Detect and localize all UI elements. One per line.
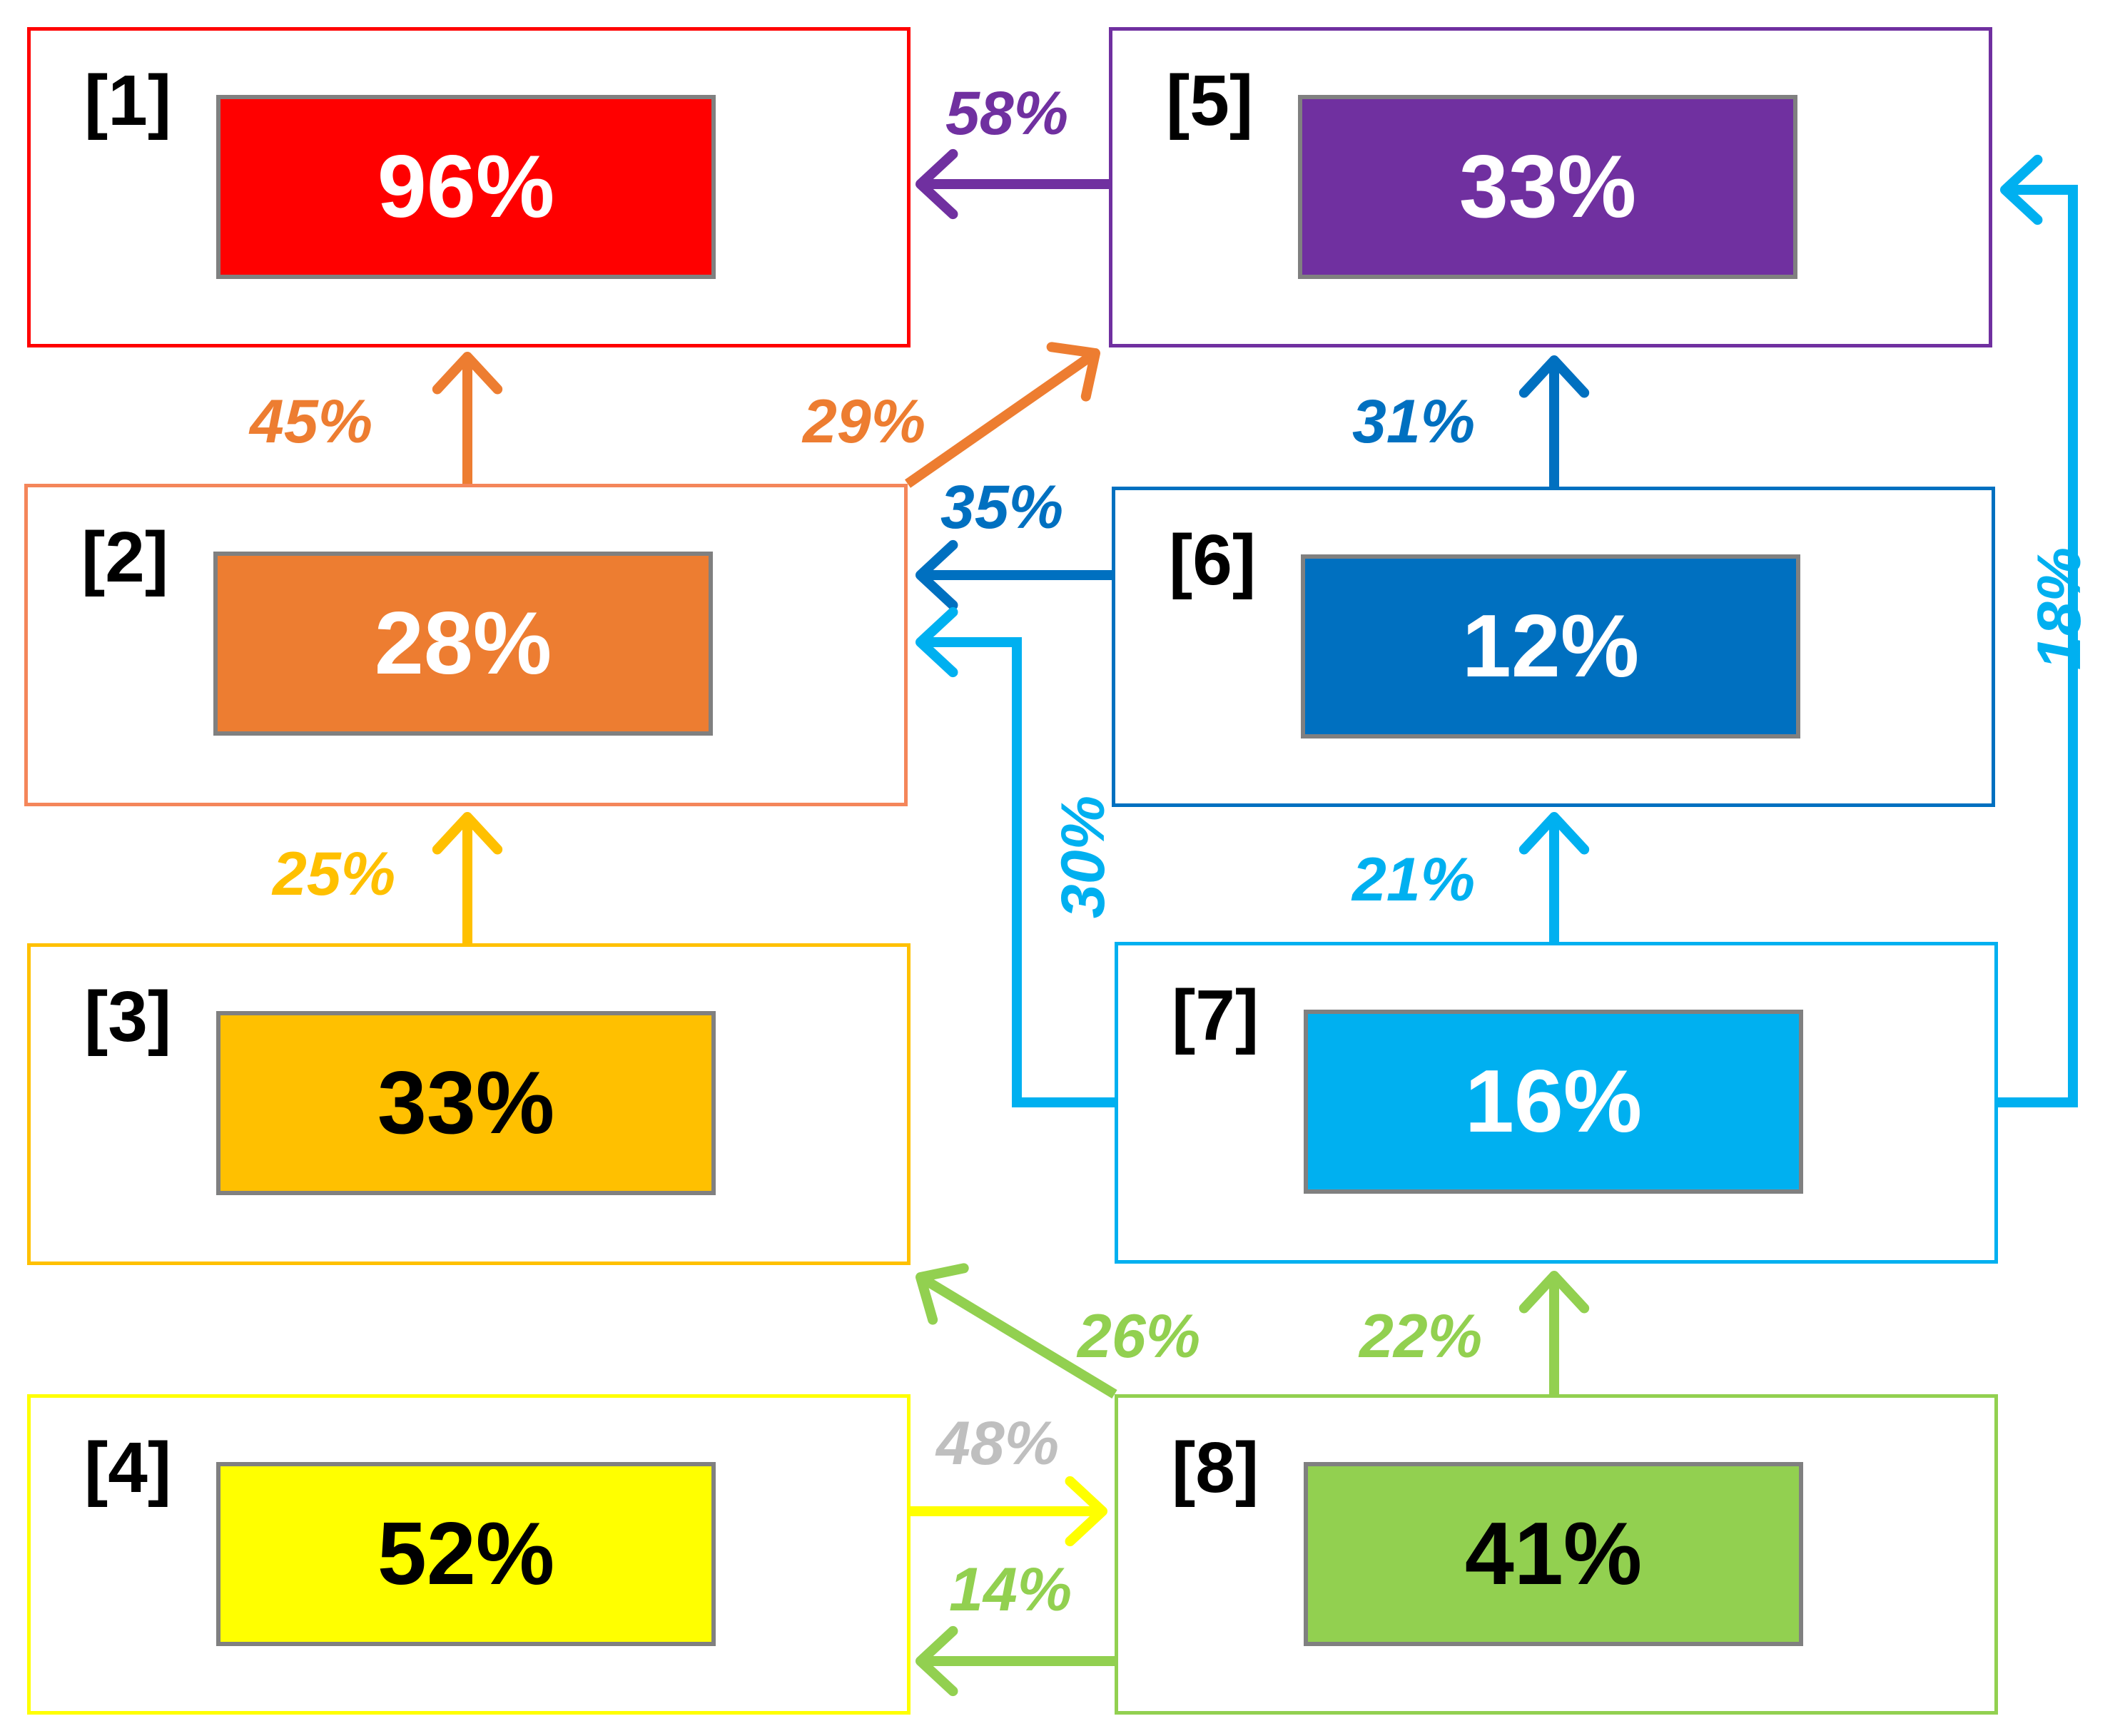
node-8-label: [8] [1172, 1428, 1259, 1508]
node-6: [6] 12% [1112, 487, 1995, 807]
node-1: [1] 96% [27, 27, 911, 347]
node-5: [5] 33% [1109, 27, 1992, 347]
arrowhead-icon [2000, 154, 2043, 225]
node-7: [7] 16% [1115, 942, 1998, 1264]
node-5-label: [5] [1166, 61, 1254, 141]
node-3-value-box: 33% [216, 1011, 716, 1195]
edge-label-7-to-6: 21% [1352, 846, 1476, 914]
edge-label-8-to-4: 14% [949, 1555, 1072, 1624]
arrowhead-icon [916, 148, 958, 220]
node-8: [8] 41% [1115, 1394, 1998, 1715]
arrowhead-icon [916, 1625, 958, 1697]
edge-label-6-to-5: 31% [1352, 387, 1476, 456]
node-6-value-box: 12% [1301, 554, 1800, 738]
node-1-value-box: 96% [216, 95, 716, 279]
node-8-value-box: 41% [1304, 1462, 1803, 1646]
edge-label-8-to-3: 26% [1077, 1302, 1201, 1371]
arrowhead-icon [432, 812, 503, 855]
edge-label-4-to-8: 48% [936, 1409, 1060, 1478]
arrowhead-icon [1518, 812, 1590, 855]
node-2: [2] 28% [24, 484, 908, 806]
edge-label-6-to-2: 35% [940, 473, 1064, 542]
arrowhead-icon [432, 352, 503, 395]
node-3: [3] 33% [27, 943, 911, 1265]
arrow-line [1998, 185, 2078, 1107]
arrowhead-icon [1046, 342, 1100, 402]
node-1-label: [1] [84, 61, 172, 141]
edge-label-3-to-2: 25% [273, 840, 396, 908]
arrowhead-icon [1518, 355, 1590, 398]
node-4-value-box: 52% [216, 1462, 716, 1646]
arrowhead-icon [1518, 1271, 1590, 1314]
arrow-line [905, 349, 1098, 488]
node-3-label: [3] [84, 977, 172, 1057]
arrowhead-icon [1065, 1476, 1107, 1547]
node-6-label: [6] [1169, 520, 1257, 600]
arrowhead-icon [916, 1263, 969, 1325]
arrow-line [920, 637, 1115, 1107]
arrowhead-icon [916, 606, 958, 678]
edge-label-2-to-1: 45% [250, 387, 373, 456]
node-7-value-box: 16% [1304, 1010, 1803, 1194]
edge-label-5-to-1: 58% [945, 79, 1069, 148]
arrowhead-icon [916, 539, 958, 611]
node-2-value-box: 28% [213, 552, 713, 736]
arrow-line [918, 1273, 1117, 1399]
edge-label-7-to-2: 30% [1049, 795, 1118, 919]
edge-label-2-to-5: 29% [803, 387, 926, 456]
node-5-value-box: 33% [1298, 95, 1797, 279]
node-7-label: [7] [1172, 975, 1259, 1055]
node-4: [4] 52% [27, 1394, 911, 1715]
edge-label-8-to-7: 22% [1359, 1302, 1483, 1371]
node-2-label: [2] [81, 517, 169, 597]
node-4-label: [4] [84, 1428, 172, 1508]
edge-label-7-to-5: 18% [2025, 547, 2094, 671]
